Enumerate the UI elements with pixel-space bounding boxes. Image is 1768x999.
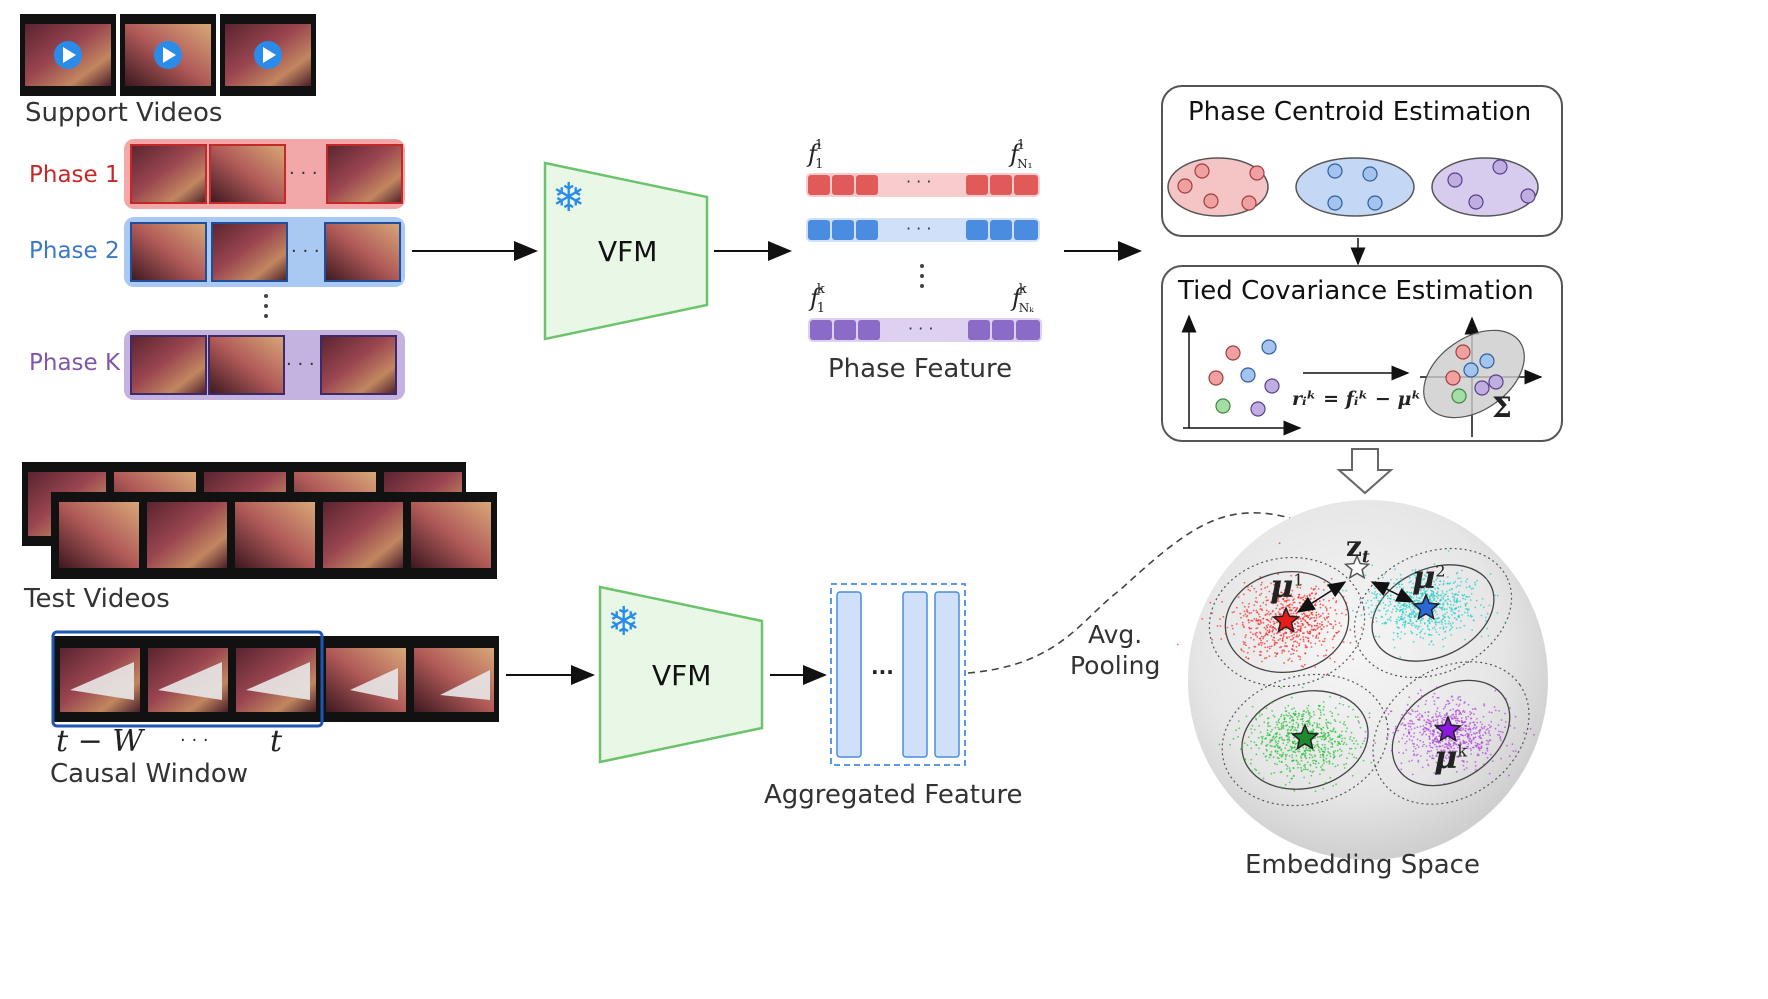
support-video-3[interactable] [220, 14, 316, 96]
down-arrow-icon [1336, 448, 1394, 495]
mu2-label: μ2 [1412, 558, 1446, 596]
vfm-label-bottom: VFM [652, 659, 712, 692]
phase-1-label: Phase 1 [29, 162, 120, 188]
feature-f11-label: f11 [808, 138, 824, 172]
support-videos-title: Support Videos [25, 98, 223, 128]
causal-window-box [51, 630, 324, 728]
sigma-label: Σ [1492, 391, 1512, 424]
embedding-space-title: Embedding Space [1245, 850, 1480, 880]
phase-k-row [124, 330, 405, 400]
phase-centroid-box [1161, 85, 1563, 237]
aggregated-feature-title: Aggregated Feature [764, 780, 1023, 810]
phase-feature-title: Phase Feature [828, 354, 1013, 384]
snowflake-icon: ❄ [552, 175, 586, 221]
support-video-1[interactable] [20, 14, 116, 96]
aggregated-feature-box [830, 583, 966, 766]
phase-vertical-dots [264, 294, 268, 318]
support-video-thumbnails [20, 14, 316, 96]
window-dots: · · · [180, 730, 209, 751]
causal-window-strip [51, 630, 499, 728]
vfm-label-top: VFM [598, 235, 658, 268]
aggregated-dots: ··· [871, 660, 894, 684]
test-video-strips [22, 462, 497, 579]
star-icon [1271, 606, 1301, 634]
star-icon [1433, 715, 1463, 743]
phase-1-ellipsis: · · · [289, 163, 318, 184]
phase-2-ellipsis: · · · [291, 241, 320, 262]
phase-centroid-title: Phase Centroid Estimation [1188, 97, 1532, 127]
mu1-label: μ1 [1270, 567, 1304, 605]
avg-label: Avg. [1088, 620, 1143, 649]
phase-k-feature-ellipsis: · · · [908, 319, 934, 338]
star-icon [1343, 554, 1371, 580]
causal-window-label: Causal Window [50, 759, 249, 789]
feature-fk1-label: fk1 [810, 282, 826, 316]
zt-label: zt [1346, 530, 1370, 568]
feature-vertical-dots [920, 264, 924, 288]
phase-2-row [124, 217, 405, 287]
support-video-2[interactable] [120, 14, 216, 96]
t-label: t [270, 724, 283, 759]
snowflake-icon: ❄ [607, 599, 641, 645]
vfm-encoder-bottom [598, 585, 764, 764]
phase-k-ellipsis: · · · [286, 354, 315, 375]
tied-covariance-box [1161, 265, 1563, 442]
phase-2-feature-ellipsis: · · · [906, 219, 932, 238]
vfm-encoder-top [543, 161, 709, 341]
t-minus-w-label: t − W [56, 724, 144, 759]
tied-covariance-title: Tied Covariance Estimation [1178, 276, 1534, 306]
pooling-label: Pooling [1070, 651, 1161, 680]
cluster-points-3 [1358, 686, 1535, 785]
phase-feature-bars [806, 173, 1042, 342]
star-icon [1411, 593, 1441, 621]
feature-fknk-label: fkNₖ [1012, 282, 1034, 315]
phase-1-feature-ellipsis: · · · [906, 172, 932, 191]
muk-label: μk [1434, 738, 1468, 776]
phase-2-label: Phase 2 [29, 238, 120, 264]
residual-formula: rᵢᵏ = fᵢᵏ − μᵏ [1292, 388, 1422, 410]
phase-1-row [124, 139, 405, 209]
feature-f1n1-label: f1N₁ [1010, 138, 1033, 171]
embedding-sphere [1176, 500, 1548, 860]
star-icon [1290, 723, 1320, 751]
phase-k-label: Phase K [29, 350, 121, 376]
test-videos-title: Test Videos [24, 584, 170, 614]
